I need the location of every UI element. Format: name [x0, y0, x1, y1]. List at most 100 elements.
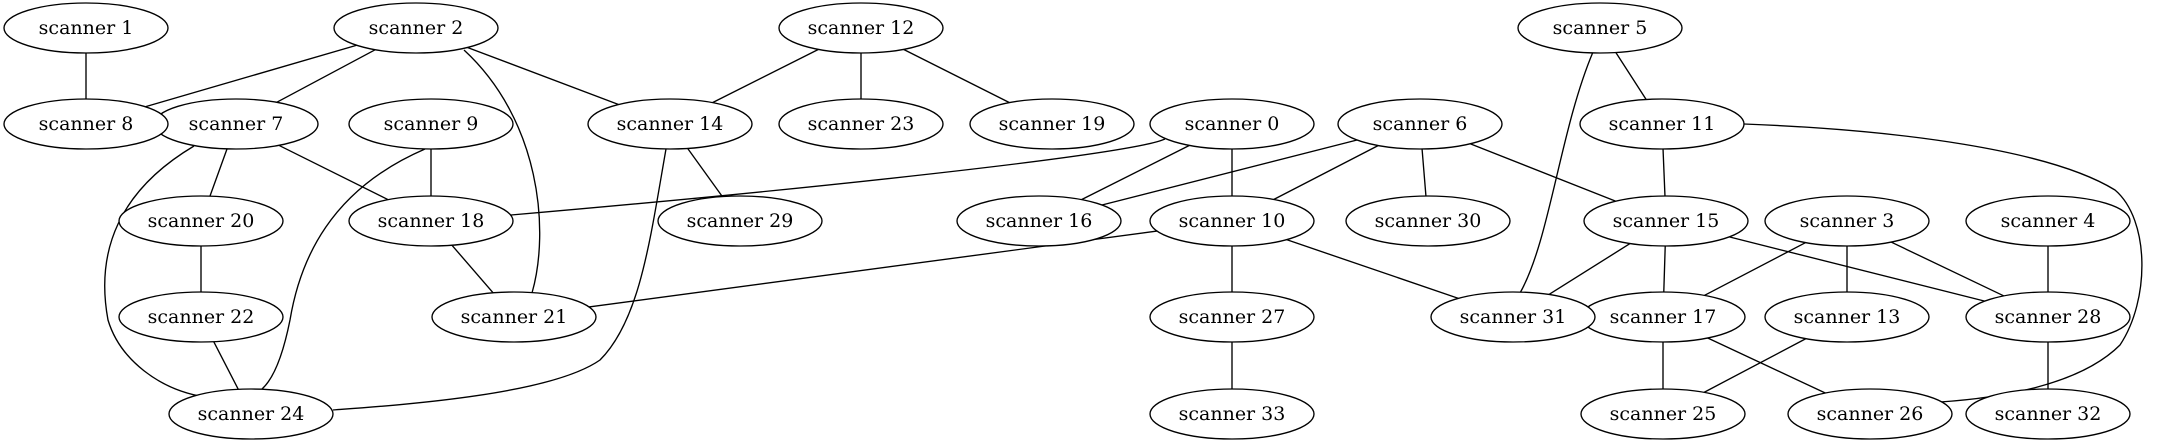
edge-s6-s16 — [1101, 139, 1358, 206]
edge-s0-s16 — [1081, 144, 1190, 201]
node-s28: scanner 28 — [1965, 291, 2131, 343]
edge-s11-s26 — [1743, 123, 2143, 403]
node-s27: scanner 27 — [1149, 291, 1315, 343]
node-label: scanner 17 — [1610, 306, 1717, 328]
node-s13: scanner 13 — [1764, 291, 1930, 343]
node-s11: scanner 11 — [1579, 98, 1745, 150]
node-label: scanner 3 — [1800, 210, 1895, 232]
node-label: scanner 11 — [1609, 113, 1716, 135]
node-ellipse — [778, 2, 944, 54]
node-s15: scanner 15 — [1583, 195, 1749, 247]
edge-s3-s17 — [1704, 241, 1806, 297]
edge-s2-s8 — [145, 44, 357, 108]
node-ellipse — [1787, 388, 1953, 440]
node-label: scanner 0 — [1185, 113, 1280, 135]
node-s25: scanner 25 — [1580, 388, 1746, 440]
node-s6: scanner 6 — [1337, 98, 1503, 150]
edges-layer — [85, 44, 2143, 411]
node-label: scanner 2 — [369, 17, 464, 39]
node-label: scanner 28 — [1995, 306, 2102, 328]
node-label: scanner 30 — [1375, 210, 1482, 232]
node-label: scanner 10 — [1179, 210, 1286, 232]
edge-s7-s24 — [104, 145, 206, 398]
node-ellipse — [3, 98, 169, 150]
node-s2: scanner 2 — [333, 2, 499, 54]
edge-s0-s18 — [510, 138, 1166, 216]
node-s17: scanner 17 — [1580, 291, 1746, 343]
node-label: scanner 18 — [378, 210, 485, 232]
node-s9: scanner 9 — [348, 98, 514, 150]
node-label: scanner 8 — [39, 113, 134, 135]
node-label: scanner 4 — [2001, 210, 2096, 232]
edge-s18-s21 — [451, 244, 494, 294]
node-label: scanner 9 — [384, 113, 479, 135]
edge-s2-s7 — [276, 49, 376, 103]
node-s33: scanner 33 — [1149, 388, 1315, 440]
edge-s3-s28 — [1890, 241, 2005, 297]
node-s22: scanner 22 — [118, 291, 284, 343]
node-ellipse — [118, 291, 284, 343]
edge-s2-s21 — [463, 49, 541, 294]
node-s5: scanner 5 — [1517, 2, 1683, 54]
node-label: scanner 6 — [1373, 113, 1468, 135]
node-s32: scanner 32 — [1965, 388, 2131, 440]
node-s30: scanner 30 — [1345, 195, 1511, 247]
edge-s14-s29 — [687, 148, 723, 197]
edge-s14-s24 — [332, 148, 667, 411]
node-label: scanner 23 — [808, 113, 915, 135]
node-ellipse — [168, 388, 334, 440]
edge-s5-s11 — [1615, 52, 1647, 100]
node-label: scanner 5 — [1553, 17, 1648, 39]
node-ellipse — [1965, 195, 2131, 247]
node-label: scanner 13 — [1794, 306, 1901, 328]
node-ellipse — [1345, 195, 1511, 247]
node-label: scanner 16 — [986, 210, 1093, 232]
node-ellipse — [1965, 388, 2131, 440]
edge-s12-s19 — [903, 48, 1010, 104]
node-s7: scanner 7 — [153, 98, 319, 150]
node-label: scanner 32 — [1995, 403, 2102, 425]
node-label: scanner 24 — [198, 403, 305, 425]
node-ellipse — [431, 291, 597, 343]
edge-s11-s15 — [1662, 148, 1666, 197]
node-s0: scanner 0 — [1149, 98, 1315, 150]
edge-s7-s18 — [278, 144, 389, 201]
node-label: scanner 12 — [808, 17, 915, 39]
nodes-layer: scanner 0 scanner 1 scanner 2 scanner 3 scan… — [3, 2, 2131, 440]
edge-s10-s31 — [1286, 239, 1459, 299]
node-ellipse — [969, 98, 1135, 150]
edge-s15-s31 — [1548, 242, 1631, 296]
node-label: scanner 22 — [148, 306, 255, 328]
node-ellipse — [1149, 388, 1315, 440]
node-s14: scanner 14 — [587, 98, 753, 150]
node-ellipse — [1580, 388, 1746, 440]
node-s18: scanner 18 — [348, 195, 514, 247]
node-label: scanner 25 — [1610, 403, 1717, 425]
edge-s17-s26 — [1707, 337, 1826, 394]
node-ellipse — [1579, 98, 1745, 150]
edge-s7-s20 — [209, 148, 228, 197]
node-s21: scanner 21 — [431, 291, 597, 343]
node-ellipse — [1517, 2, 1683, 54]
node-ellipse — [1149, 291, 1315, 343]
edge-s15-s17 — [1663, 245, 1666, 293]
node-label: scanner 15 — [1613, 210, 1720, 232]
node-label: scanner 1 — [39, 17, 134, 39]
node-ellipse — [118, 195, 284, 247]
edge-s5-s31 — [1519, 51, 1594, 294]
node-label: scanner 27 — [1179, 306, 1286, 328]
node-ellipse — [1965, 291, 2131, 343]
node-s16: scanner 16 — [956, 195, 1122, 247]
node-ellipse — [956, 195, 1122, 247]
node-ellipse — [1149, 195, 1315, 247]
node-ellipse — [1337, 98, 1503, 150]
edge-s22-s24 — [213, 341, 239, 390]
edge-s15-s28 — [1729, 236, 1985, 302]
node-s23: scanner 23 — [778, 98, 944, 150]
edge-s13-s25 — [1703, 338, 1807, 393]
node-ellipse — [587, 98, 753, 150]
node-s29: scanner 29 — [657, 195, 823, 247]
edge-s12-s14 — [712, 48, 819, 104]
node-ellipse — [1764, 291, 1930, 343]
edge-s9-s24 — [261, 148, 426, 390]
